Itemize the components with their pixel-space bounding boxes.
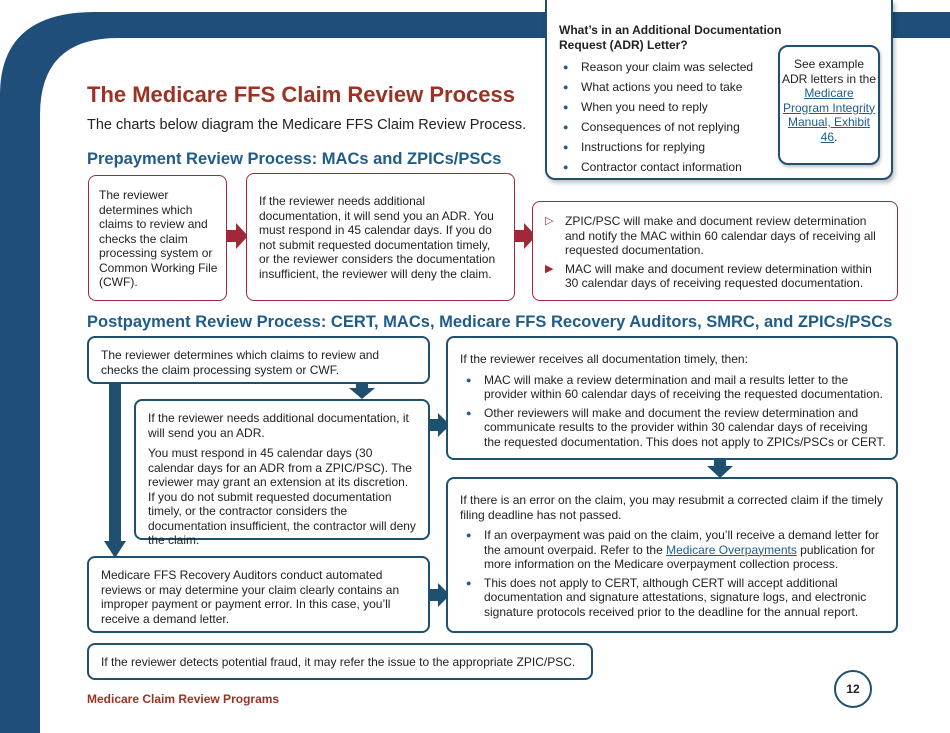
- prepayment-heading: Prepayment Review Process: MACs and ZPIC…: [87, 150, 502, 168]
- postpayment-step-select: The reviewer determines which claims to …: [87, 336, 430, 384]
- prepayment-step-2-text: If the reviewer needs additional documen…: [259, 194, 496, 281]
- postpayment-step-recovery-text: Medicare FFS Recovery Auditors conduct a…: [101, 568, 400, 626]
- postpayment-step-adr: If the reviewer needs additional documen…: [134, 399, 430, 547]
- adr-items-list: Reason your claim was selected What acti…: [557, 57, 753, 177]
- list-item: ▶MAC will make and document review deter…: [545, 261, 872, 291]
- arrow-right-icon: [430, 583, 450, 607]
- page-title: The Medicare FFS Claim Review Process: [87, 82, 515, 107]
- postpayment-step-recovery: Medicare FFS Recovery Auditors conduct a…: [87, 556, 430, 633]
- list-item: What actions you need to take: [557, 77, 753, 97]
- prepayment-step-1: The reviewer determines which claims to …: [88, 175, 227, 301]
- postpayment-step-fraud-text: If the reviewer detects potential fraud,…: [101, 655, 576, 669]
- see-example-text: See example ADR letters in the: [781, 57, 877, 86]
- list-item: Contractor contact information: [557, 157, 753, 177]
- page-subtitle: The charts below diagram the Medicare FF…: [87, 117, 527, 133]
- prepayment-step-2: If the reviewer needs additional documen…: [246, 173, 515, 301]
- page-number: 12: [834, 670, 872, 708]
- adr-panel-title: What’s in an Additional Documentation Re…: [559, 23, 782, 52]
- postpayment-step-select-text: The reviewer determines which claims to …: [101, 348, 380, 377]
- triangle-outline-icon: ▷: [545, 215, 554, 227]
- arrow-right-icon: [226, 223, 248, 249]
- list-item: MAC will make a review determination and…: [460, 373, 886, 402]
- postpayment-step-adr-text-2: You must respond in 45 calendar days (30…: [148, 446, 416, 547]
- arrow-right-icon: [430, 413, 450, 437]
- list-item: When you need to reply: [557, 97, 753, 117]
- prepayment-step-3: ▷ZPIC/PSC will make and document review …: [532, 201, 898, 301]
- arrow-down-icon: [104, 383, 126, 558]
- arrow-right-icon: [514, 223, 536, 249]
- postpayment-determination-intro: If the reviewer receives all documentati…: [460, 352, 748, 366]
- postpayment-heading: Postpayment Review Process: CERT, MACs, …: [87, 313, 893, 331]
- see-example-suffix: .: [834, 129, 838, 144]
- postpayment-step-determination: If the reviewer receives all documentati…: [446, 336, 898, 460]
- prepayment-step-1-text: The reviewer determines which claims to …: [99, 188, 218, 289]
- list-item: Other reviewers will make and document t…: [460, 406, 886, 450]
- medicare-overpayments-link[interactable]: Medicare Overpayments: [666, 542, 797, 557]
- postpayment-step-error: If there is an error on the claim, you m…: [446, 477, 898, 633]
- arrow-down-icon: [349, 383, 375, 399]
- manual-exhibit-link[interactable]: Medicare Program Integrity Manual, Exhib…: [782, 86, 876, 144]
- arrow-down-icon: [707, 460, 733, 478]
- postpayment-determination-list: MAC will make a review determination and…: [460, 373, 886, 450]
- postpayment-error-intro: If there is an error on the claim, you m…: [460, 493, 883, 522]
- postpayment-step-adr-text-1: If the reviewer needs additional documen…: [148, 411, 409, 440]
- footer-title: Medicare Claim Review Programs: [87, 692, 280, 706]
- list-item: Reason your claim was selected: [557, 57, 753, 77]
- see-example-callout: See example ADR letters in the Medicare …: [778, 45, 880, 165]
- prepayment-outcomes-list: ▷ZPIC/PSC will make and document review …: [545, 214, 887, 291]
- list-item: Consequences of not replying: [557, 117, 753, 137]
- postpayment-step-fraud: If the reviewer detects potential fraud,…: [87, 643, 593, 680]
- triangle-filled-icon: ▶: [545, 262, 554, 275]
- list-item: Instructions for replying: [557, 137, 753, 157]
- list-item: ▷ZPIC/PSC will make and document review …: [545, 214, 876, 257]
- postpayment-error-list: If an overpayment was paid on the claim,…: [460, 528, 886, 619]
- list-item: This does not apply to CERT, although CE…: [460, 576, 886, 620]
- list-item: If an overpayment was paid on the claim,…: [460, 528, 886, 572]
